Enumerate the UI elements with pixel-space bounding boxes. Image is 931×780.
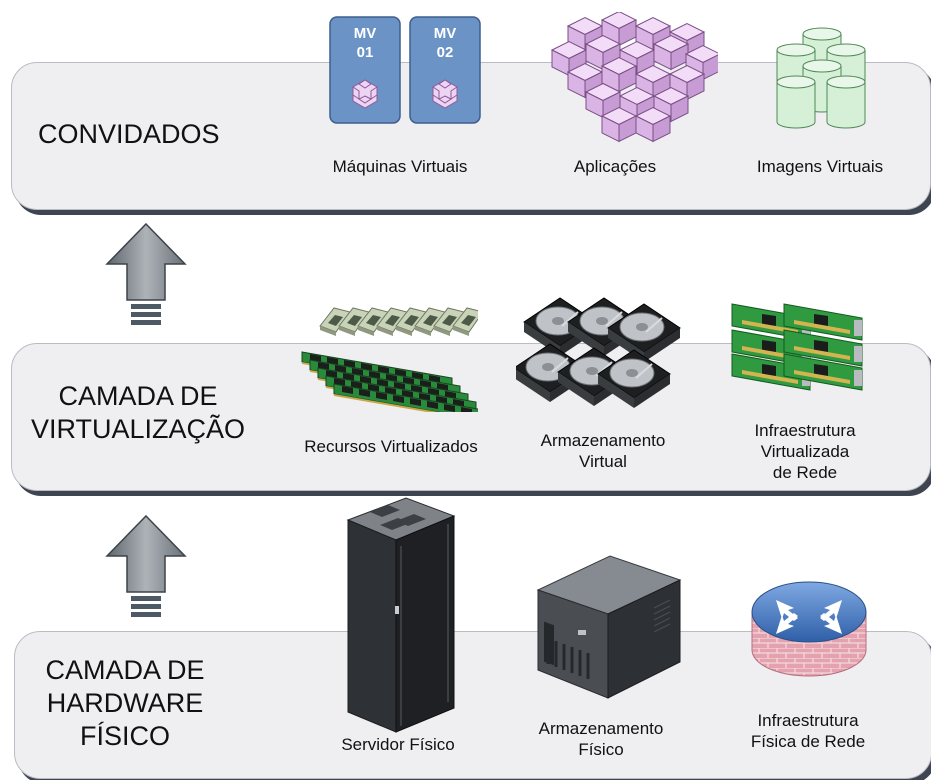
hard-disk-icon xyxy=(516,297,681,408)
caption-virtual-storage: Armazenamento Virtual xyxy=(540,431,666,471)
up-arrow-icon xyxy=(105,222,187,325)
guests-layer-title: CONVIDADOS xyxy=(38,119,220,149)
cylinder-stack-icon xyxy=(776,27,866,129)
cpu-ram-icon xyxy=(301,307,478,412)
network-card-icon xyxy=(731,303,863,391)
caption-applications: Aplicações xyxy=(573,157,657,176)
caption-physical-storage: Armazenamento Físico xyxy=(538,719,664,759)
server-rack-icon xyxy=(346,497,456,733)
caption-physical-network: Infraestrutura Física de Rede xyxy=(750,711,866,751)
router-firewall-icon xyxy=(751,581,867,677)
vm-01-label-line1: MV xyxy=(354,25,377,42)
up-arrow-icon xyxy=(105,514,187,617)
vm-02-label-line1: MV xyxy=(434,25,457,42)
vm-01-label-line2: 01 xyxy=(357,44,374,61)
caption-virtualized-network: Infraestrutura Virtualizada de Rede xyxy=(754,421,856,482)
cube-cluster-icon xyxy=(550,12,718,143)
caption-virtualized-resources: Recursos Virtualizados xyxy=(304,437,478,456)
vm-icon: MV 01 xyxy=(329,16,401,124)
virtualization-layer-title: CAMADA DE VIRTUALIZAÇÃO xyxy=(30,381,246,444)
vm-02-label-line2: 02 xyxy=(437,44,454,61)
caption-virtual-images: Imagens Virtuais xyxy=(756,157,884,176)
hardware-layer-title: CAMADA DE HARDWARE FÍSICO xyxy=(45,655,205,751)
caption-physical-server: Servidor Físico xyxy=(341,735,455,754)
storage-tower-icon xyxy=(536,555,682,699)
caption-virtual-machines: Máquinas Virtuais xyxy=(332,157,468,176)
vm-icon: MV 02 xyxy=(409,16,481,124)
